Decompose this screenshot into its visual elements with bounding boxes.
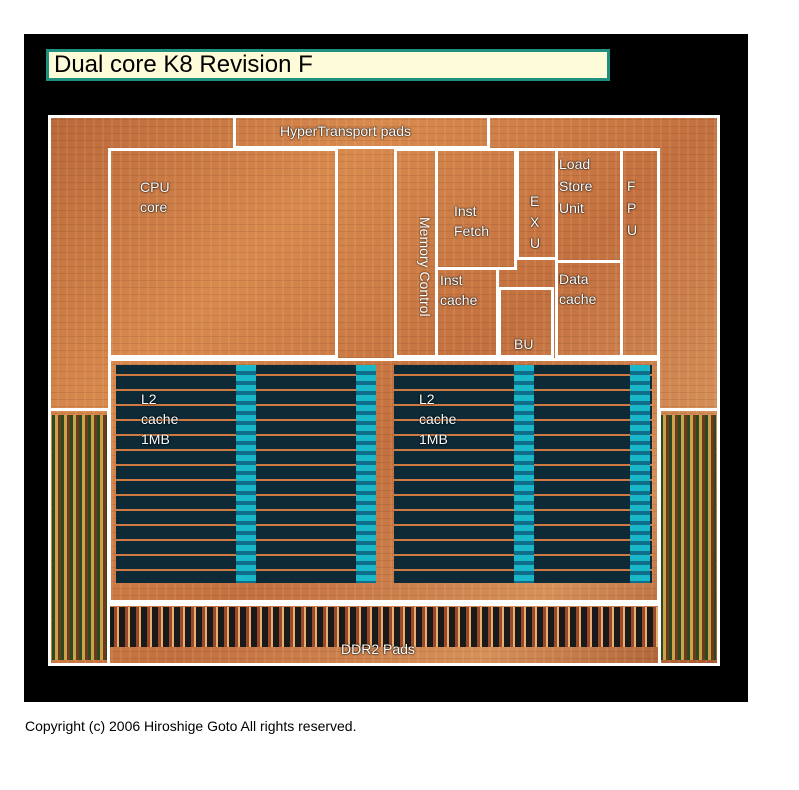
hypertransport-box [233,115,490,149]
l2-cache-array-right [394,365,652,583]
load-store-label: Load Store Unit [559,156,593,216]
l2-right-label: L2 cache 1MB [419,391,457,447]
hypertransport-label: HyperTransport pads [280,123,411,139]
inst-fetch-label: Inst Fetch [454,203,490,239]
fpu-box [620,148,660,358]
ddr2-region-box [108,600,660,606]
l2-cache-array-left [116,365,376,583]
cache-column [514,365,534,583]
cpu-core-box [108,148,338,358]
exu-label: E X U [530,193,541,251]
data-cache-label: Data cache [559,271,597,307]
die-photo: HyperTransport pads CPU core Memory Cont… [48,115,720,666]
inst-cache-box [435,267,499,358]
bu-box [498,287,554,358]
right-io-box [658,408,720,666]
cache-column [630,365,650,583]
cache-column [236,365,256,583]
fpu-label: F P U [627,178,638,238]
left-io-box [48,408,110,666]
io-strip-left [52,415,108,660]
l2-region-box [108,358,660,603]
inst-cache-label: Inst cache [440,272,478,308]
ddr2-pad-strip [108,607,660,647]
copyright-notice: Copyright (c) 2006 Hiroshige Goto All ri… [25,718,357,734]
diagram-title: Dual core K8 Revision F [46,49,610,81]
l2-left-label: L2 cache 1MB [141,391,179,447]
memory-control-label: Memory Control [417,217,433,317]
cpu-core-label: CPU core [140,179,170,215]
cache-column [356,365,376,583]
bu-label: BU [514,336,534,352]
data-cache-box [555,260,623,358]
ddr2-pads-label: DDR2 Pads [341,641,415,657]
io-strip-right [660,415,716,660]
